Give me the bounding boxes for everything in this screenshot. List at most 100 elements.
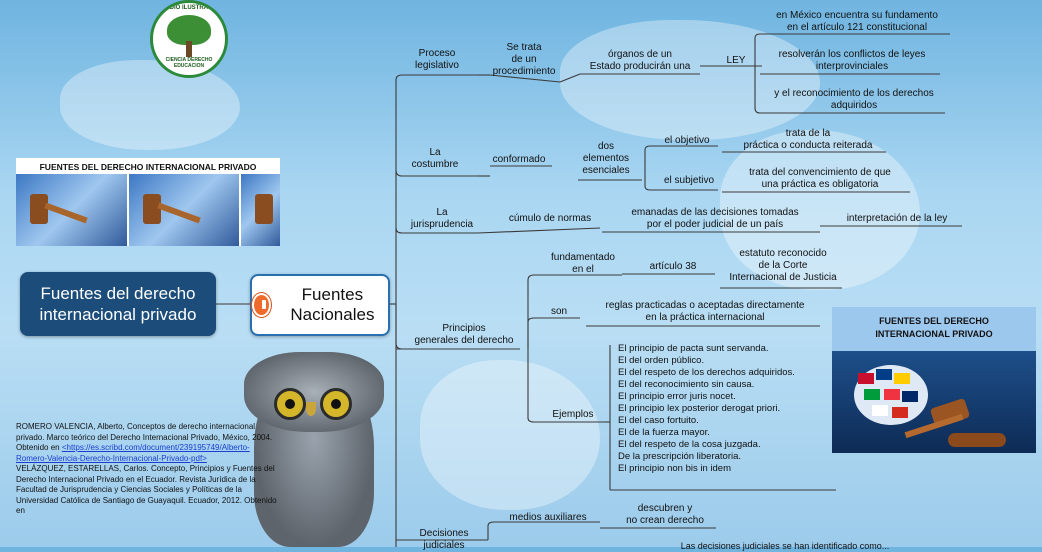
label-line: costumbre [411,159,459,170]
leaf-partial-cut[interactable]: Las decisiones judiciales se han identif… [680,541,890,551]
node-el-subjetivo[interactable]: el subjetivo [663,175,715,186]
ejemplo-item: El de la fuerza mayor. [618,427,710,438]
ejemplo-item: El del caso fortuito. [618,415,699,426]
ejemplo-item: El principio error juris nocet. [618,391,736,402]
label-line: una práctica es obligatoria [761,179,879,190]
central-topic[interactable]: Fuentes Nacionales [250,274,390,336]
node-se-trata[interactable]: Se trata de un procedimiento [484,42,564,78]
leaf-practica-reiterada[interactable]: trata de la práctica o conducta reiterad… [728,128,888,152]
node-ejemplos[interactable]: Ejemplos [552,409,594,420]
branch-costumbre[interactable]: La costumbre [404,147,466,171]
label-line: legislativo [415,60,459,71]
map-continent [60,60,240,150]
label-line: generales del derecho [414,335,514,346]
label-line: La [429,147,441,158]
node-medios-auxiliares[interactable]: medios auxiliares [509,512,587,523]
pin-icon [252,293,271,317]
label-line: Internacional de Justicia [729,272,837,283]
node-son[interactable]: son [550,306,568,317]
gavel-image [128,174,242,246]
owl-beak [306,402,316,416]
flag-icon [892,407,908,418]
label-line: descubren y [637,503,693,514]
node-conformado[interactable]: conformado [492,154,546,165]
tree-icon [167,15,211,45]
central-topic-label: Fuentes Nacionales [290,285,375,324]
label-line: y el reconocimiento de los derechos [774,88,934,99]
label-line: de la Corte [758,260,808,271]
leaf-mexico-fundamento[interactable]: en México encuentra su fundamento en el … [762,10,952,34]
reference-2: VELÁZQUEZ, ESTARELLAS, Carlos. Concepto,… [16,464,277,515]
label-line: Estado producirán una [589,61,691,72]
map-continent [720,130,920,290]
node-el-objetivo[interactable]: el objetivo [664,135,710,146]
reference-1-link[interactable]: <https://es.scribd.com/document/23919574… [16,443,250,463]
label-line: estatuto reconocido [739,248,827,259]
leaf-estatuto-corte[interactable]: estatuto reconocido de la Corte Internac… [720,248,846,284]
leaf-reglas-practicadas[interactable]: reglas practicadas o aceptadas directame… [592,300,818,324]
node-ley[interactable]: LEY [726,55,746,66]
node-cumulo-normas[interactable]: cúmulo de normas [508,213,592,224]
label-line: Proceso [418,48,456,59]
label-line: de un [511,54,537,65]
leaf-conflictos-leyes[interactable]: resolverán los conflictos de leyes inter… [762,49,942,73]
ejemplo-item: De la prescripción liberatoria. [618,451,742,462]
map-continent [560,20,820,140]
references: ROMERO VALENCIA, Alberto, Conceptos de d… [16,422,278,517]
ejemplo-item: El del respeto de los derechos adquirido… [618,367,795,378]
flag-icon [902,391,918,402]
label-line: dos [597,141,615,152]
branch-decisiones[interactable]: Decisiones judiciales [404,528,484,552]
root-node[interactable]: Fuentes del derecho internacional privad… [20,272,216,336]
label-line: interprovinciales [815,61,889,72]
label-line: elementos [582,153,630,164]
node-fundamentado[interactable]: fundamentado en el [540,252,626,276]
label-line: adquiridos [830,100,878,111]
label-line: esenciales [582,165,630,176]
label-line: fundamentado [551,252,615,263]
leaf-reconocimiento-derechos[interactable]: y el reconocimiento de los derechos adqu… [762,88,946,112]
label-line: trata de la [785,128,831,139]
leaf-interpretacion-ley[interactable]: interpretación de la ley [846,213,948,224]
label-line: INTERNACIONAL PRIVADO [875,329,993,339]
logo-top-text: RADIO ILUSTRADO [161,5,217,11]
gavel-block-icon [948,433,1006,447]
flag-icon [894,373,910,384]
branch-proceso[interactable]: Proceso legislativo [404,48,470,72]
ejemplo-item: El principio de pacta sunt servanda. [618,343,769,354]
banner-left: FUENTES DEL DERECHO INTERNACIONAL PRIVAD… [16,158,280,246]
owl-eye-icon [320,388,352,420]
label-line: judiciales [423,540,465,551]
label-line: en México encuentra su fundamento [776,10,938,21]
branch-principios[interactable]: Principios generales del derecho [404,323,524,347]
label-line: reglas practicadas o aceptadas directame… [605,300,805,311]
tree-trunk [186,41,192,57]
branch-jurisprudencia[interactable]: La jurisprudencia [402,207,482,231]
label-line: emanadas de las decisiones tomadas [631,207,799,218]
label-line: La [436,207,448,218]
node-articulo-38[interactable]: artículo 38 [649,261,697,272]
label-line: procedimiento [492,66,556,77]
flag-icon [872,405,888,416]
radio-logo: RADIO ILUSTRADO CIENCIA DERECHO EDUCACIO… [150,0,228,78]
banner-right: FUENTES DEL DERECHO INTERNACIONAL PRIVAD… [832,307,1036,453]
node-organos[interactable]: órganos de un Estado producirán una [578,49,702,73]
flag-icon [884,389,900,400]
label-line: trata del convencimiento de que [749,167,891,178]
ejemplos-list: El principio de pacta sunt servanda. El d… [618,343,795,475]
label-line: FUENTES DEL DERECHO [879,316,989,326]
node-dos-elementos[interactable]: dos elementos esenciales [574,141,638,177]
label-line: en la práctica internacional [645,312,765,323]
ejemplo-item: El principio lex posterior derogat prior… [618,403,781,414]
label-line: jurisprudencia [410,219,474,230]
leaf-practica-obligatoria[interactable]: trata del convencimiento de que una prác… [728,167,912,191]
banner-left-title: FUENTES DEL DERECHO INTERNACIONAL PRIVAD… [39,162,257,172]
banner-right-title: FUENTES DEL DERECHO INTERNACIONAL PRIVAD… [832,307,1036,341]
gavel-image [241,174,280,246]
ejemplo-item: El del respeto de la cosa juzgada. [618,439,761,450]
node-decisiones-tomadas[interactable]: emanadas de las decisiones tomadas por e… [612,207,818,231]
flag-icon [858,373,874,384]
flags-gavel-image [832,351,1036,453]
leaf-descubren-derecho[interactable]: descubren y no crean derecho [612,503,718,527]
map-continent [420,360,600,510]
